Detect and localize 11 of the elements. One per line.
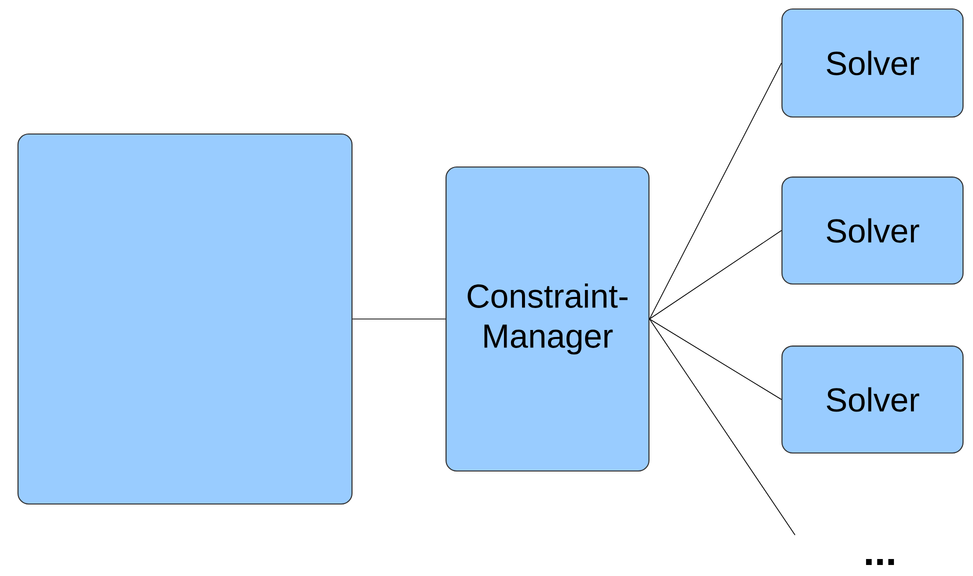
connector-line (352, 318, 446, 320)
connector-line (649, 62, 782, 320)
solver-box: Solver (781, 346, 964, 454)
connector-line (649, 230, 782, 320)
connector-line (649, 318, 782, 400)
ellipsis-label: ... (866, 559, 894, 565)
connector-line (649, 318, 796, 536)
process-box: Constraint- Manager (446, 166, 650, 472)
process-box (17, 133, 353, 505)
solver-box: Solver (781, 176, 964, 284)
solver-box: Solver (781, 8, 964, 118)
